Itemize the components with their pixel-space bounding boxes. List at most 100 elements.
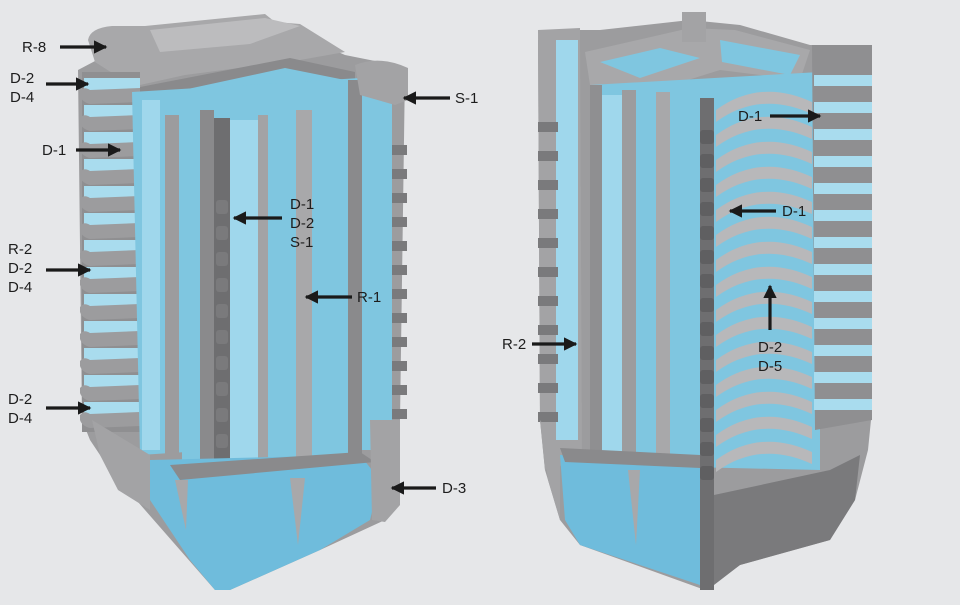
left-fin [80, 304, 140, 320]
label-d2d4-top-1: D-2 [10, 70, 35, 87]
left-right-fin [385, 313, 407, 323]
left-fin-gap [84, 213, 140, 226]
left-channel-b [165, 115, 179, 455]
left-right-fin [385, 169, 407, 179]
left-fin [80, 169, 140, 185]
left-right-fins [385, 145, 407, 419]
left-fin [80, 223, 140, 239]
right-core-window [700, 202, 714, 216]
right-core-window [700, 418, 714, 432]
right-core-window [700, 226, 714, 240]
right-fin-band [716, 191, 812, 222]
right-right-fin-gap [814, 291, 872, 302]
right-base-rib-a [628, 470, 640, 545]
left-fin [80, 88, 140, 104]
right-right-fin-gap [814, 264, 872, 275]
right-fin-band [716, 241, 812, 272]
left-channel-a [142, 100, 160, 450]
left-top-cap-rim [150, 18, 300, 52]
label-d2d5-2: D-5 [758, 358, 783, 375]
right-left-fin [538, 383, 558, 393]
right-core-window [700, 370, 714, 384]
right-right-fin-gap [814, 237, 872, 248]
left-right-fin [385, 361, 407, 371]
left-fin-gap [84, 240, 140, 253]
left-fin [80, 358, 140, 374]
left-right-fin [385, 289, 407, 299]
right-right-fin-gap [814, 372, 872, 383]
right-top-cavity-2 [720, 40, 800, 75]
left-base-rib-a [175, 480, 188, 530]
label-r2d2d4-1: R-2 [8, 241, 33, 258]
right-left-fin [538, 267, 558, 277]
right-right-fin-gap [814, 156, 872, 167]
right-left-fins [538, 122, 558, 422]
label-d1-mid-right: D-1 [782, 203, 807, 220]
left-core-window [216, 278, 228, 292]
right-left-fin [538, 354, 558, 364]
right-fin-band [716, 291, 812, 322]
label-d2d4-low-2: D-4 [8, 410, 33, 427]
label-inner-2: D-2 [290, 215, 315, 232]
left-channel-e [268, 118, 296, 463]
left-core-window [216, 252, 228, 266]
left-channel-d [230, 120, 258, 470]
right-base-plate [560, 448, 700, 468]
left-fin [80, 196, 140, 212]
right-fin-band [716, 266, 812, 297]
label-d3: D-3 [442, 480, 467, 497]
right-channel-a [602, 95, 622, 460]
right-left-fin [538, 325, 558, 335]
left-core-window [216, 356, 228, 370]
left-right-fin [385, 409, 407, 419]
right-right-fin-gap [814, 318, 872, 329]
label-r2-right: R-2 [502, 336, 527, 353]
right-core-window [700, 298, 714, 312]
right-fin-band [716, 216, 812, 247]
left-fin-gap [84, 321, 140, 334]
right-base-cavity [560, 455, 700, 585]
left-wall-2 [258, 115, 268, 475]
right-left-fin [538, 209, 558, 219]
left-cutaway-model [78, 14, 408, 590]
right-fin-band [716, 166, 812, 197]
right-fin-band [716, 316, 812, 347]
left-fin [80, 331, 140, 347]
right-left-fin [538, 151, 558, 161]
right-right-fins [814, 75, 872, 410]
label-d2d4-low-1: D-2 [8, 391, 33, 408]
pointer-arrows [46, 40, 822, 495]
right-core-window [700, 154, 714, 168]
right-fin-band [716, 141, 812, 172]
right-fin-band [716, 91, 812, 122]
left-core-window [216, 382, 228, 396]
label-d1-upper: D-1 [42, 142, 67, 159]
right-base-block [714, 455, 860, 585]
left-right-fin [385, 145, 407, 155]
right-top-nozzle [682, 12, 706, 42]
right-right-fin-gap [814, 102, 872, 113]
right-fin-band [716, 116, 812, 147]
left-core-window [216, 408, 228, 422]
right-base-skirt [540, 420, 560, 520]
right-fin-band [716, 366, 812, 397]
right-core-pin [700, 98, 714, 590]
right-left-fin [538, 412, 558, 422]
right-right-fin-gap [814, 210, 872, 221]
left-fin-gap [84, 132, 140, 145]
right-core-window [700, 178, 714, 192]
left-fin-gap [84, 267, 140, 280]
left-fin-gap [84, 348, 140, 361]
left-fin-gap [84, 105, 140, 118]
left-channel-c [182, 115, 202, 465]
left-fin-gap [84, 159, 140, 172]
left-right-fin [385, 265, 407, 275]
right-core-window [700, 442, 714, 456]
right-fin-band [716, 391, 812, 422]
right-fin-band [716, 341, 812, 372]
left-base-plate [170, 452, 375, 480]
right-fin-band [716, 441, 812, 472]
label-r1: R-1 [357, 289, 382, 306]
right-top-cavity [600, 48, 700, 78]
left-fin [80, 412, 140, 428]
